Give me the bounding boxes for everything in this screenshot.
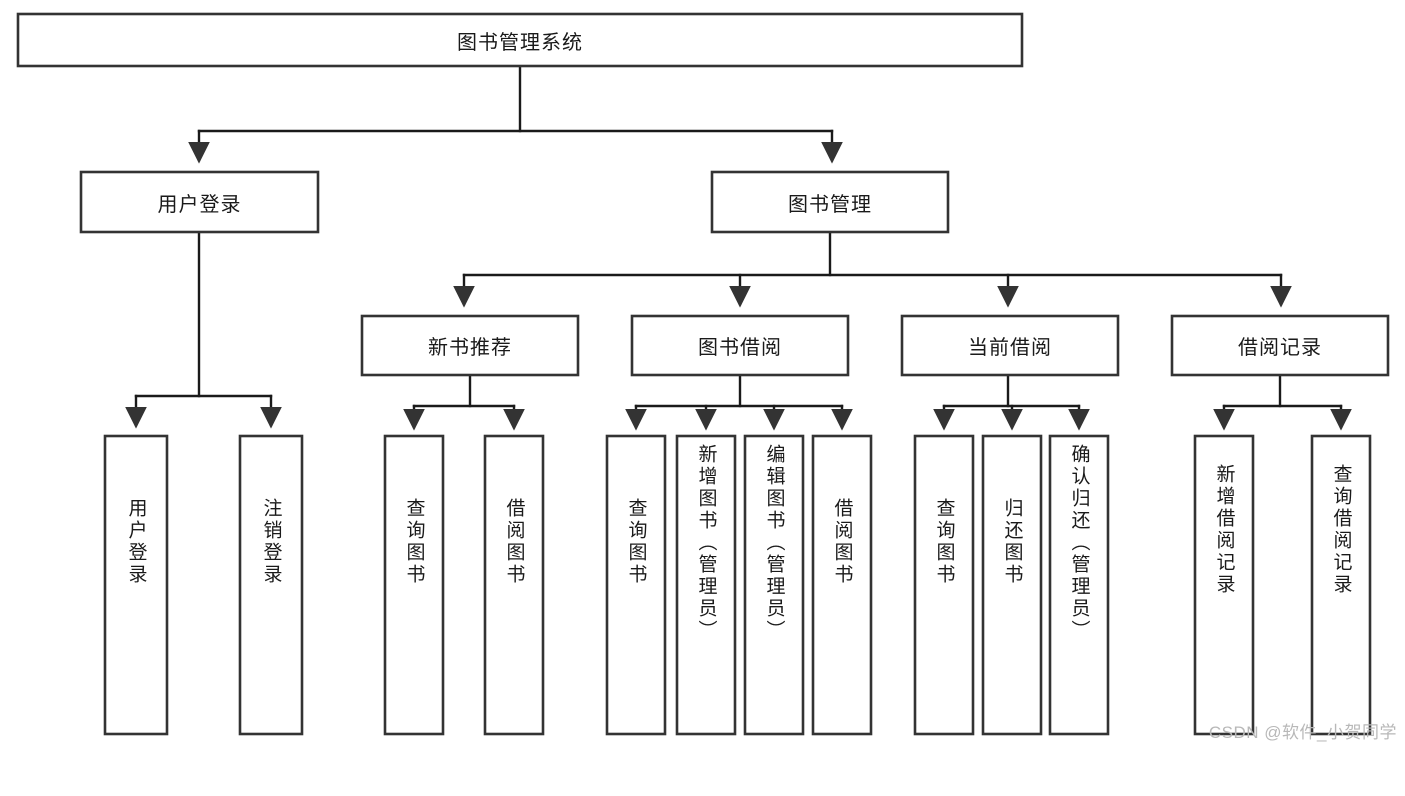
node-box-leaf-query-book-1[interactable] [383,434,445,736]
node-box-leaf-query-book-2[interactable] [605,434,667,736]
edges-book-manage-to-level3 [453,230,1292,308]
node-box-leaf-confirm-return[interactable] [1048,434,1110,736]
node-box-user-login[interactable] [79,170,320,234]
node-box-leaf-query-record[interactable] [1310,434,1372,736]
node-box-book-manage[interactable] [710,170,950,234]
watermark-text: CSDN @软件_小贺同学 [1208,723,1397,742]
edges-new-book-recommend-to-leaves [403,373,525,431]
edges-book-borrow-to-leaves [625,373,853,431]
node-box-leaf-borrow-book-1[interactable] [483,434,545,736]
node-box-new-book-recommend[interactable] [360,314,580,377]
node-box-leaf-add-book[interactable] [675,434,737,736]
node-box-book-borrow[interactable] [630,314,850,377]
node-box-leaf-query-book-3[interactable] [913,434,975,736]
edges-root-to-level2 [188,64,843,164]
node-box-borrow-record[interactable] [1170,314,1390,377]
node-box-leaf-return-book[interactable] [981,434,1043,736]
edges-user-login-to-leaves [125,230,282,429]
node-box-root[interactable] [16,12,1024,68]
edges-current-borrow-to-leaves [933,373,1090,431]
node-box-leaf-user-login[interactable] [103,434,169,736]
node-box-leaf-logout[interactable] [238,434,304,736]
edges-borrow-record-to-leaves [1213,373,1352,431]
node-box-leaf-edit-book[interactable] [743,434,805,736]
node-box-leaf-add-record[interactable] [1193,434,1255,736]
diagram-svg [16,12,1390,736]
diagram-canvas: 图书管理系统 用户登录 图书管理 新书推荐 图书借阅 当前借阅 借阅记录 用户登… [16,12,1397,742]
node-box-leaf-borrow-book-2[interactable] [811,434,873,736]
node-box-current-borrow[interactable] [900,314,1120,377]
